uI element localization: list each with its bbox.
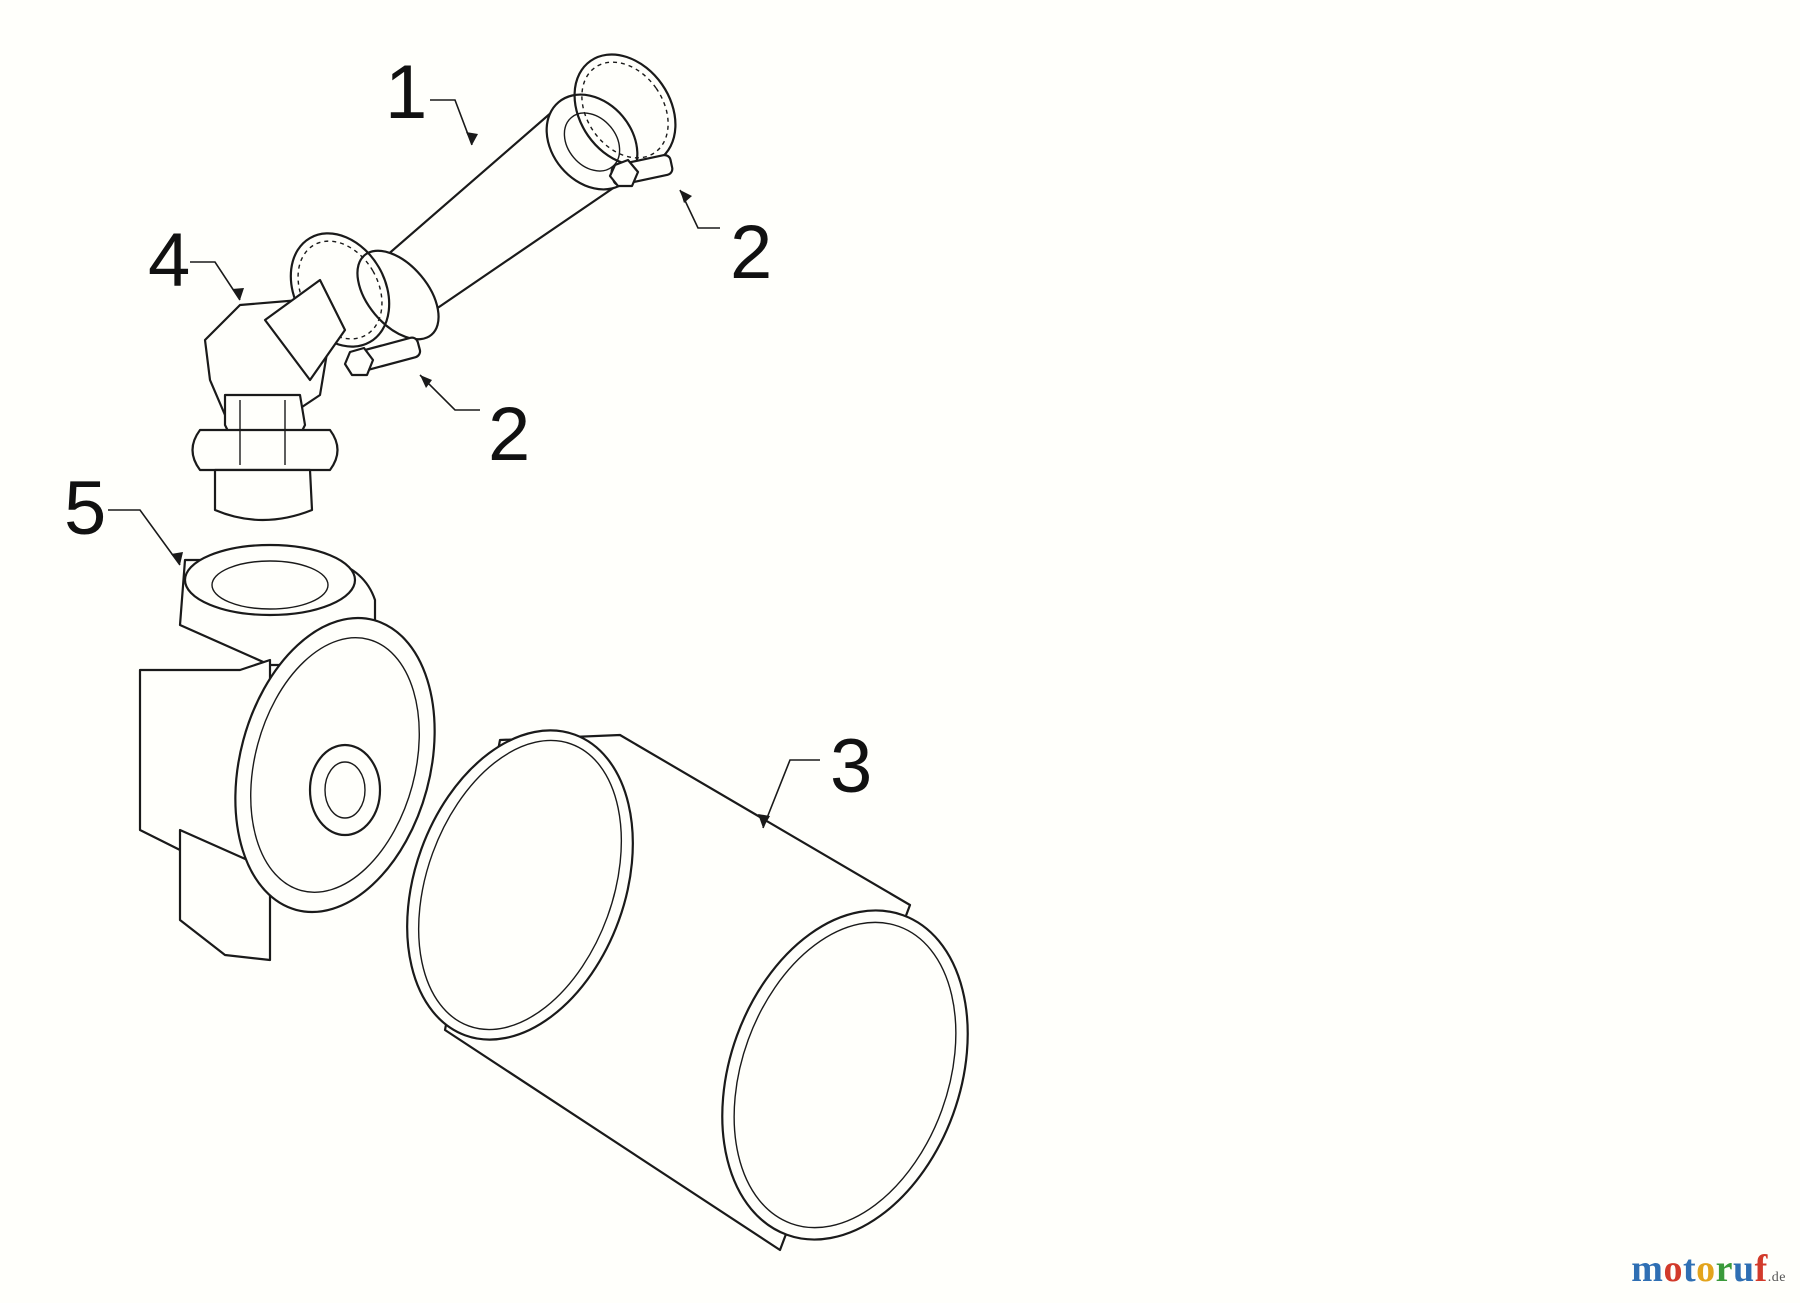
callout-5: 5 bbox=[64, 466, 106, 551]
filter-canister-part bbox=[406, 729, 969, 1252]
watermark-letter: o bbox=[1663, 1248, 1683, 1290]
callout-4: 4 bbox=[148, 218, 190, 303]
filter-head-part bbox=[138, 543, 436, 962]
hose-clamp-upper bbox=[573, 53, 677, 188]
motoruf-watermark: motoruf.de bbox=[1631, 1247, 1786, 1291]
watermark-letter: r bbox=[1715, 1248, 1733, 1290]
watermark-letter: u bbox=[1732, 1248, 1755, 1290]
elbow-fitting-part bbox=[191, 278, 347, 522]
watermark-letter: o bbox=[1696, 1248, 1716, 1290]
watermark-letter: t bbox=[1682, 1248, 1697, 1290]
watermark-letter: f bbox=[1754, 1248, 1768, 1290]
callout-1: 1 bbox=[385, 50, 427, 135]
watermark-letter: m bbox=[1631, 1248, 1664, 1290]
leader-lines bbox=[108, 99, 820, 829]
callout-3: 3 bbox=[830, 724, 872, 809]
callout-2-upper: 2 bbox=[730, 210, 772, 295]
watermark-tld: .de bbox=[1767, 1270, 1786, 1285]
callout-2-lower: 2 bbox=[488, 392, 530, 477]
